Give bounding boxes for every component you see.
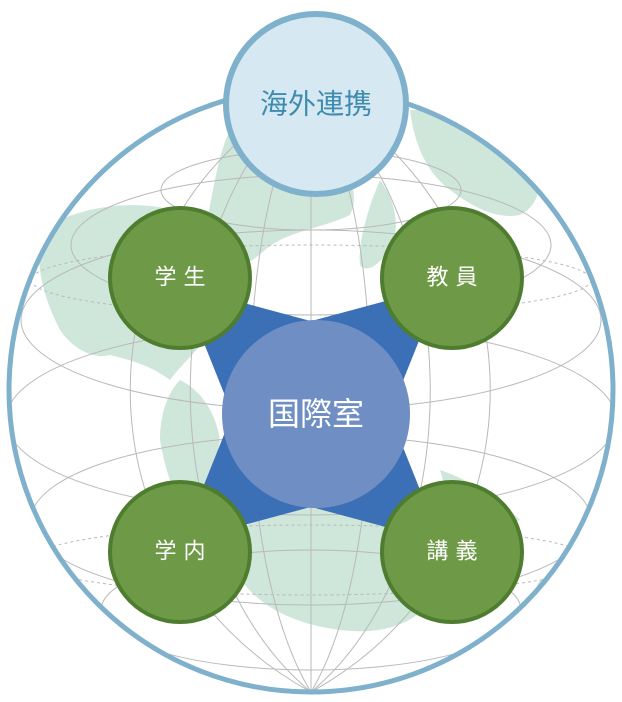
faculty-node-label: 教 員	[427, 266, 478, 291]
center-node	[222, 320, 410, 508]
student-node-label: 学 生	[155, 266, 206, 291]
student-node	[108, 206, 252, 350]
top-node-label: 海外連携	[260, 88, 372, 121]
top-node	[223, 11, 409, 197]
campus-node	[108, 480, 252, 624]
lecture-node-label: 講 義	[427, 540, 478, 565]
center-node-label: 国際室	[268, 395, 364, 433]
lecture-node	[380, 480, 524, 624]
faculty-node	[380, 206, 524, 350]
campus-node-label: 学 内	[155, 540, 206, 565]
